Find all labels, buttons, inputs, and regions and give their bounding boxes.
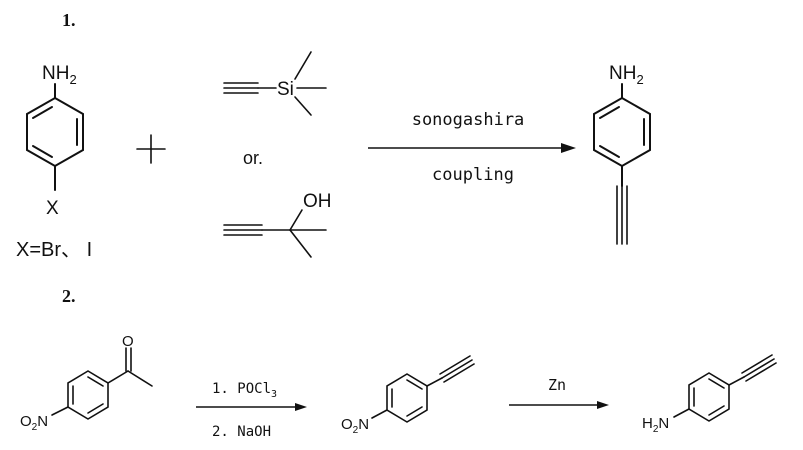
reactant-x-label: X	[46, 198, 59, 219]
nitroacetophenone-structure: O2N O	[20, 333, 153, 433]
methylbutynol-structure: OH	[223, 191, 332, 258]
inner-double-bond	[32, 106, 53, 119]
reagent-sonogashira: sonogashira	[412, 110, 525, 130]
hydroxyl-label: OH	[303, 191, 332, 212]
poc13-arrow	[196, 403, 307, 411]
mid-nitro-label: O2N	[341, 416, 369, 436]
inner-double-bond	[32, 145, 53, 158]
reactant-amine-label: NH2	[42, 63, 77, 87]
halide-note: X=Br、 I	[16, 239, 92, 261]
haloaniline-structure: NH2 X	[26, 63, 84, 219]
reagent-zinc: Zn	[548, 376, 566, 394]
ethynylaniline-product: NH2	[593, 63, 651, 245]
carbonyl-oxygen-label: O	[122, 333, 134, 350]
zinc-arrow	[509, 401, 609, 409]
ethynylnitrobenzene-structure: O2N	[341, 355, 475, 436]
plus-sign	[136, 134, 166, 164]
or-text: or.	[243, 148, 263, 168]
start-nitro-label: O2N	[20, 413, 48, 433]
scheme-2-number: 2.	[62, 286, 76, 306]
reagent-coupling: coupling	[432, 165, 514, 185]
sonogashira-arrow	[368, 143, 576, 153]
scheme-1-number: 1.	[62, 10, 76, 30]
product-amine-label: NH2	[609, 63, 644, 87]
tms-acetylene-structure: Si	[223, 51, 327, 116]
ethynylaniline-final: H2N	[642, 354, 777, 435]
final-amine-label: H2N	[642, 415, 669, 435]
benzene-ring	[26, 96, 84, 168]
reagent-step-2: 2. NaOH	[212, 424, 271, 440]
silicon-label: Si	[277, 79, 294, 100]
reagent-step-1: 1. POCl3	[212, 381, 277, 400]
